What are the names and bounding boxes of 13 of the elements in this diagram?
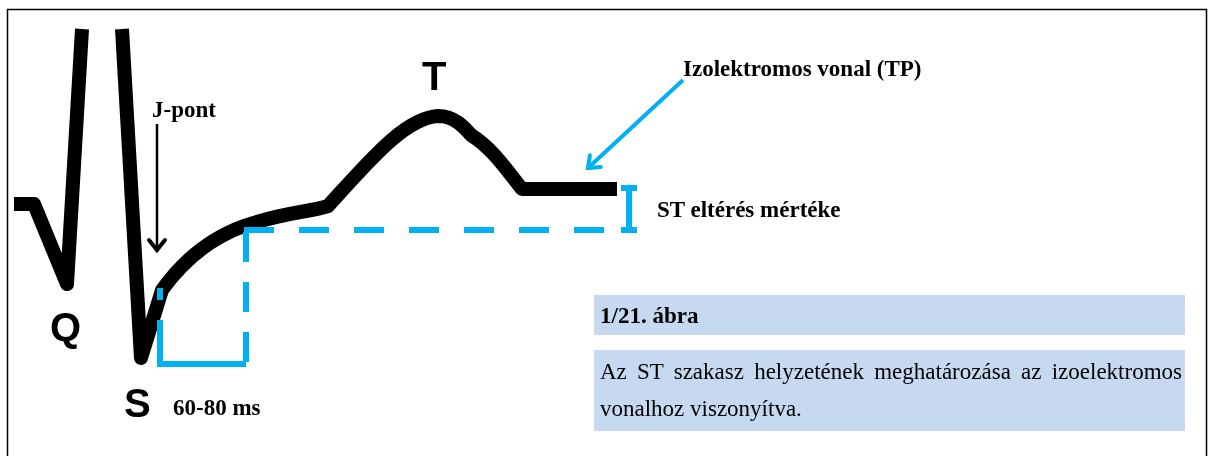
dimension-label: ST eltérés mértéke xyxy=(657,196,841,224)
wave-label: Q xyxy=(50,307,82,347)
caption-title-box xyxy=(594,295,1185,335)
wave-label: T xyxy=(422,56,447,96)
arrow xyxy=(147,124,167,252)
arrow xyxy=(586,78,685,170)
dimension-label: 60-80 ms xyxy=(173,394,261,422)
callout-label: Izolektromos vonal (TP) xyxy=(683,55,922,83)
callout-label: J-pont xyxy=(152,96,216,124)
figure-number: 1/21. ábra xyxy=(600,302,700,330)
caption-text: Az ST szakasz helyzetének meghatározása az izoelektromos vonalhoz viszonyítva. xyxy=(600,358,1182,423)
wave-label: S xyxy=(124,383,151,423)
caption-text-box xyxy=(594,350,1185,431)
